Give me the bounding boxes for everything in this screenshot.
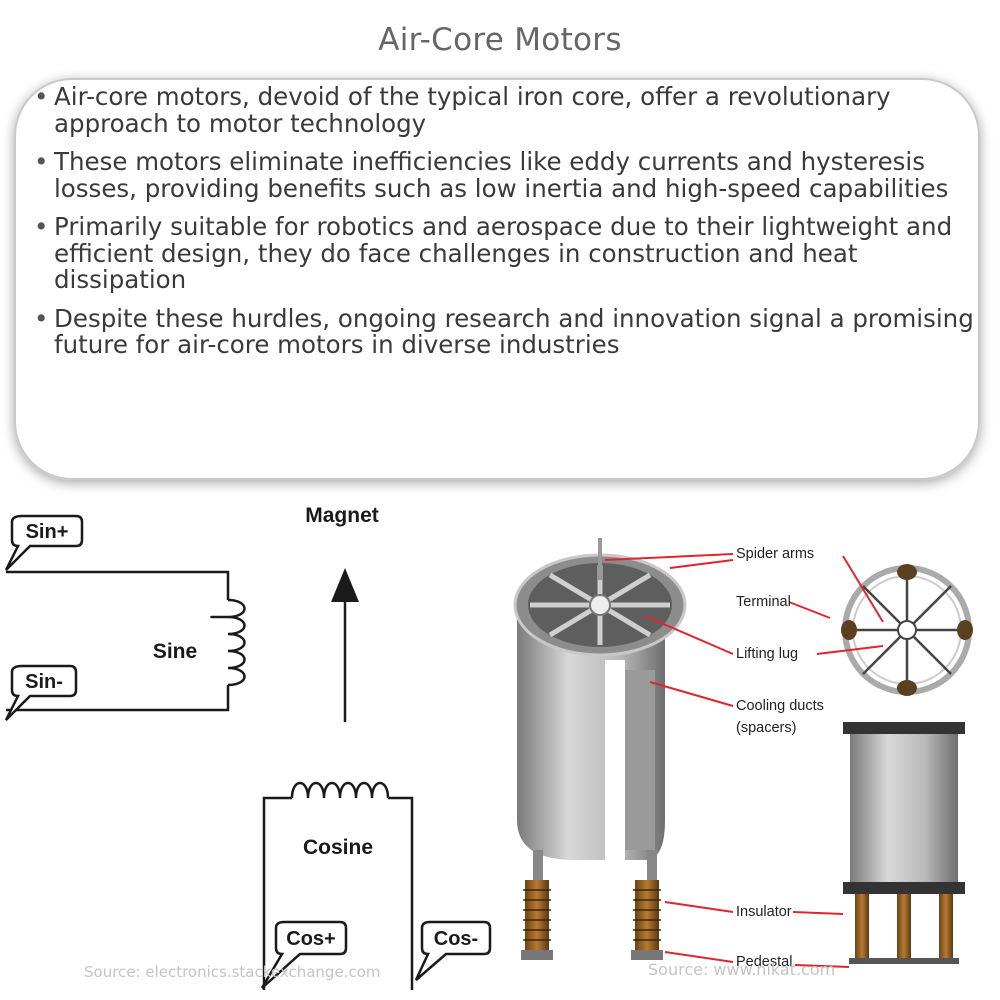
sin-plus-tag: Sin+ bbox=[4, 514, 84, 571]
resolver-diagram: Magnet Sine Cosine Sin+ Sin- Cos+ Cos- bbox=[4, 504, 492, 990]
callout-terminal: Terminal bbox=[736, 594, 791, 610]
bullet-item: Despite these hurdles, ongoing research … bbox=[32, 305, 982, 359]
cos-plus-tag: Cos+ bbox=[260, 920, 348, 989]
svg-text:Sin-: Sin- bbox=[25, 671, 63, 693]
bullet-item: These motors eliminate inefficiencies li… bbox=[32, 148, 982, 202]
bullet-item: Air-core motors, devoid of the typical i… bbox=[32, 83, 982, 137]
magnet-label: Magnet bbox=[305, 504, 379, 527]
reactor-side-view bbox=[843, 722, 965, 964]
cos-minus-tag: Cos- bbox=[414, 920, 492, 981]
reactor-cylinder bbox=[513, 538, 687, 960]
callout-spider-arms: Spider arms bbox=[736, 546, 814, 562]
svg-text:Cos+: Cos+ bbox=[286, 928, 335, 950]
cosine-label: Cosine bbox=[303, 836, 373, 859]
reactor-photo: Spider arms Terminal Lifting lug Cooling… bbox=[513, 538, 973, 970]
callout-insulator: Insulator bbox=[736, 904, 792, 920]
sine-label: Sine bbox=[153, 640, 197, 663]
page-title: Air-Core Motors bbox=[378, 22, 622, 58]
bullet-list: Air-core motors, devoid of the typical i… bbox=[32, 83, 982, 371]
sin-minus-tag: Sin- bbox=[4, 664, 78, 721]
svg-text:Cos-: Cos- bbox=[434, 928, 478, 950]
diagram-source: Source: electronics.stackexchange.com bbox=[84, 963, 381, 981]
callout-spacers: (spacers) bbox=[736, 720, 796, 736]
magnet-arrow-icon bbox=[331, 568, 359, 602]
callout-lifting-lug: Lifting lug bbox=[736, 646, 798, 662]
reactor-top-view bbox=[841, 564, 973, 696]
svg-text:Sin+: Sin+ bbox=[26, 521, 69, 543]
photo-source: Source: www.nikat.com bbox=[648, 960, 836, 979]
callout-pedestal: Pedestal bbox=[736, 954, 792, 970]
bullet-item: Primarily suitable for robotics and aero… bbox=[32, 213, 982, 294]
callout-cooling-ducts: Cooling ducts bbox=[736, 698, 824, 714]
